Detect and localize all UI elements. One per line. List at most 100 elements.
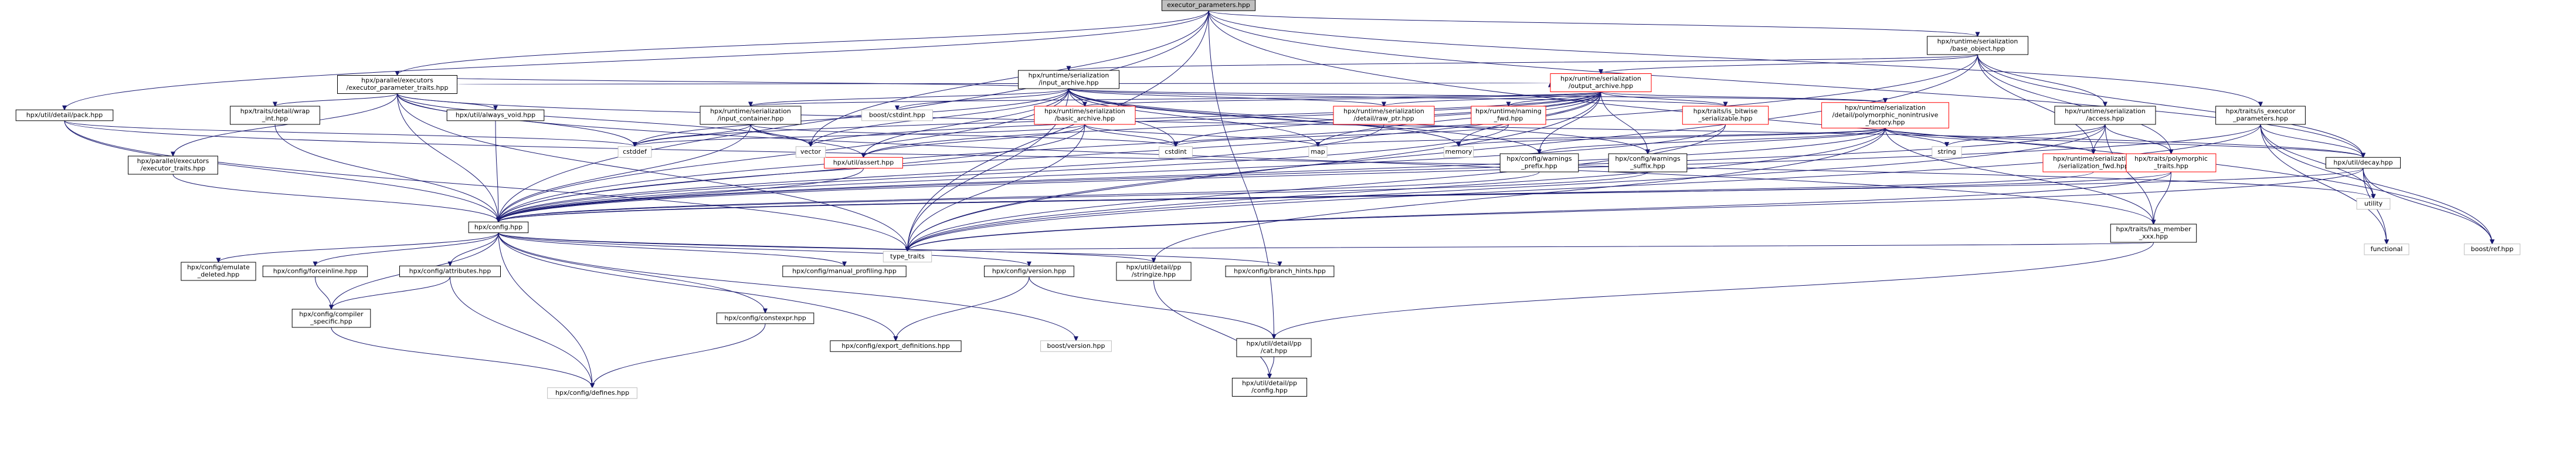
node-label: hpx/runtime/serialization [1560,75,1641,83]
graph-node[interactable]: hpx/runtime/serialization/base_object.hp… [1927,36,2028,55]
graph-node[interactable]: hpx/util/detail/pack.hpp [15,109,114,121]
dependency-edge [1151,128,1886,263]
graph-node[interactable]: hpx/config/manual_profiling.hpp [782,265,907,278]
node-box [2110,224,2197,243]
graph-node[interactable]: hpx/config/forceinline.hpp [262,265,368,278]
dependency-edge [2363,168,2494,245]
graph-node[interactable]: hpx/runtime/serialization/detail/raw_ptr… [1333,106,1435,125]
dependency-edge [748,92,1601,107]
node-box [181,262,256,281]
node-box [716,312,814,324]
node-box [446,109,545,121]
graph-node[interactable]: hpx/traits/polymorphic_traits.hpp [2126,153,2217,172]
edge-line [498,128,1886,222]
node-label: hpx/util/assert.hpp [833,158,894,166]
graph-node[interactable]: hpx/config/warnings_suffix.hpp [1608,153,1688,172]
edge-arrowhead [2384,239,2389,245]
node-label: hpx/config/export_definitions.hpp [841,342,950,350]
graph-node[interactable]: hpx/config/warnings_prefix.hpp [1499,153,1579,172]
graph-node[interactable]: executor_parameters.hpp [1161,0,1256,11]
node-box [1443,146,1474,158]
dependency-edge [1271,242,2154,340]
graph-node[interactable]: hpx/traits/is_executor_parameters.hpp [2215,106,2306,125]
dependency-edge [590,323,766,388]
dependency-edge [496,171,2171,223]
dependency-edge [750,124,813,147]
dependency-edge [1506,92,1601,107]
dependency-edge [498,232,1031,267]
edge-arrowhead [329,304,334,310]
node-box [291,309,371,328]
dependency-edge [905,124,2106,252]
edge-arrowhead [1082,101,1087,107]
dependency-edge [861,124,1085,158]
edge-line [498,232,896,341]
node-label: hpx/config/attributes.hpp [409,267,491,275]
node-label: type_traits [890,252,925,260]
node-label: hpx/runtime/serialization [710,107,791,115]
edge-line [895,276,1030,341]
edge-line [498,232,1280,266]
node-box [2364,243,2409,255]
edge-line [2153,171,2171,225]
edge-arrowhead [1173,142,1178,147]
graph-node[interactable]: hpx/config/compiler_specific.hpp [291,309,371,328]
dependency-edge [2105,124,2174,155]
node-label: /basic_archive.hpp [1055,115,1115,123]
node-label: hpx/traits/polymorphic [2134,155,2208,163]
graph-node[interactable]: hpx/util/decay.hpp [2325,157,2401,169]
dependency-edge [1153,280,1272,379]
dependency-edge [329,276,450,310]
graph-node[interactable]: hpx/config/emulate_deleted.hpp [181,262,256,281]
node-box [1932,146,1962,158]
node-box [230,106,320,125]
dependency-edge [1315,127,1886,147]
dependency-edge [498,232,847,267]
node-label: memory [1445,148,1472,155]
node-label: /input_container.hpp [717,115,783,123]
graph-node[interactable]: hpx/util/detail/pp/cat.hpp [1236,338,1312,357]
edge-line [498,232,1077,341]
graph-node[interactable]: hpx/runtime/serialization/input_archive.… [1018,70,1119,89]
edge-line [907,124,2106,252]
graph-node[interactable]: hpx/util/detail/pp/config.hpp [1231,378,1308,397]
node-box [1236,338,1312,357]
node-label: boost/cstdint.hpp [869,111,925,119]
graph-node[interactable]: hpx/runtime/serialization/access.hpp [2054,106,2156,125]
edge-line [498,124,1085,222]
graph-node[interactable]: hpx/parallel/executors/executor_traits.h… [128,155,218,175]
edge-line [907,54,1978,252]
edge-arrowhead [842,261,847,267]
edge-line [634,124,751,147]
node-label: hpx/config/compiler [299,310,364,318]
graph-node[interactable]: hpx/config/export_definitions.hpp [830,340,962,352]
graph-node[interactable]: hpx/config/constexpr.hpp [716,312,814,324]
graph-node[interactable]: hpx/traits/has_member_xxx.hpp [2110,224,2197,243]
graph-node[interactable]: hpx/util/detail/pp/stringize.hpp [1116,262,1192,281]
node-box [15,109,114,121]
node-box [547,387,637,399]
graph-node[interactable]: hpx/traits/is_bitwise_serializable.hpp [1682,106,1769,125]
edge-line [498,171,2171,222]
edge-arrowhead [1382,101,1386,107]
graph-node[interactable]: hpx/runtime/serialization/output_archive… [1550,73,1652,92]
graph-node[interactable]: hpx/config.hpp [468,221,529,234]
node-label: hpx/runtime/serialization [2065,107,2146,115]
graph-node[interactable]: hpx/util/always_void.hpp [446,109,545,121]
edge-line [1946,124,2106,147]
graph-node[interactable]: hpx/parallel/executors/executor_paramete… [337,75,457,94]
graph-node[interactable]: hpx/runtime/serialization/input_containe… [700,106,802,125]
dependency-edge [2105,124,2156,225]
graph-node[interactable]: hpx/traits/detail/wrap_int.hpp [230,106,320,125]
graph-node[interactable]: hpx/util/assert.hpp [824,157,903,169]
graph-node[interactable]: hpx/runtime/serialization/detail/polymor… [1821,102,1949,128]
graph-node[interactable]: hpx/config/branch_hints.hpp [1225,265,1335,278]
graph-node[interactable]: hpx/config/attributes.hpp [399,265,501,278]
edge-arrowhead [493,105,498,111]
edge-line [498,168,864,222]
graph-node[interactable]: hpx/config/version.hpp [984,265,1074,278]
graph-node[interactable]: hpx/runtime/naming_fwd.hpp [1471,106,1546,125]
edge-arrowhead [1723,101,1728,107]
graph-node[interactable]: hpx/runtime/serialization/basic_archive.… [1034,106,1136,125]
edge-arrowhead [1315,142,1321,147]
